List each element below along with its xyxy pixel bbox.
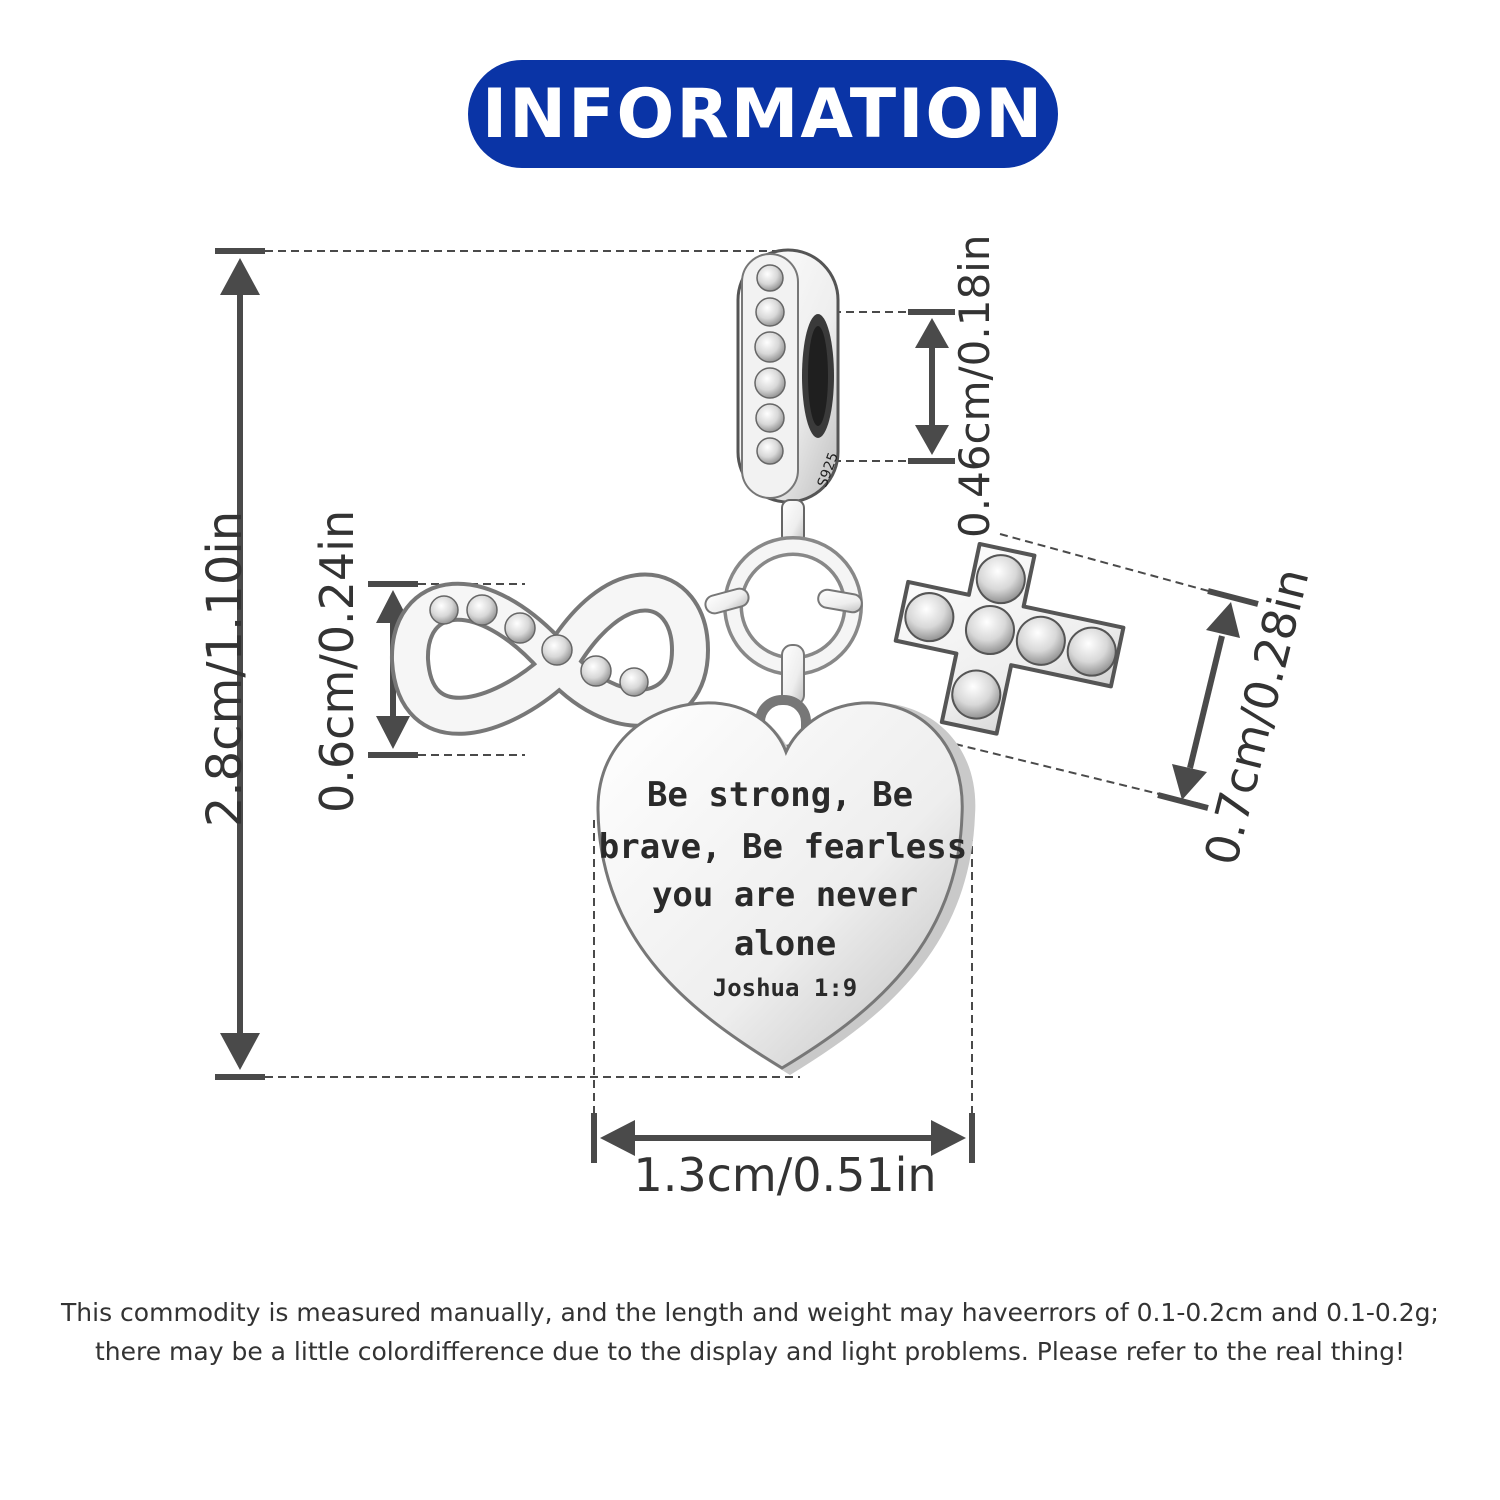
infinity-stones: [429, 594, 649, 697]
bail-hole-label: 0.46cm/0.18in: [950, 234, 999, 538]
jump-ring: [704, 536, 863, 706]
infinity-height-label: 0.6cm/0.24in: [310, 509, 364, 813]
infinity-height-dimension: [368, 581, 525, 758]
engraving-line-4: alone: [733, 924, 837, 964]
cross-charm: [893, 541, 1126, 736]
total-height-dimension: [215, 248, 800, 1080]
cross-size-dimension: [954, 533, 1259, 811]
disclaimer-line-1: This commodity is measured manually, and…: [61, 1298, 1439, 1327]
disclaimer-line-2: there may be a little colordifference du…: [94, 1337, 1406, 1366]
heart-charm: [596, 695, 976, 1075]
engraving-reference: Joshua 1:9: [712, 974, 858, 1002]
bail-hole-dimension: [820, 309, 955, 464]
engraving-line-1: Be strong, Be: [646, 775, 914, 815]
cross-stones: [904, 554, 1117, 720]
heart-width-label: 1.3cm/0.51in: [633, 1148, 937, 1202]
total-height-label: 2.8cm/1.10in: [197, 510, 253, 828]
information-banner: INFORMATION: [468, 60, 1058, 168]
engraving-line-2: brave, Be fearless: [598, 827, 968, 867]
engraving-line-3: you are never: [651, 875, 919, 915]
bail-stones: [754, 264, 786, 465]
heart-width-dimension: [591, 820, 975, 1163]
banner-title: INFORMATION: [481, 74, 1045, 154]
bail-charm: S925: [736, 248, 842, 545]
infinity-charm: [390, 572, 710, 736]
